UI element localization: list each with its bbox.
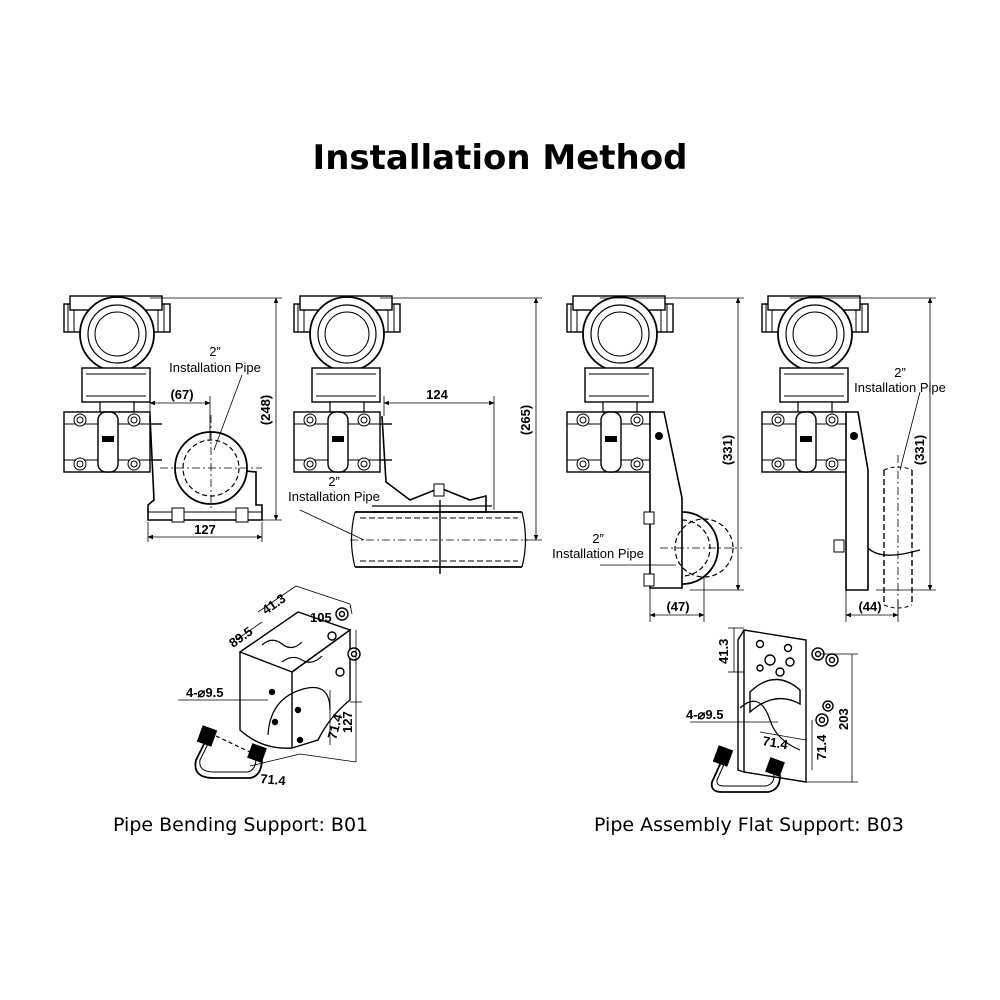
view-3-flat-horizontal: (331) (47) 2” Installation Pipe — [552, 295, 744, 622]
bracket-b03-drawing: 41.3 203 4-⌀9.5 71.4 71.4 — [686, 627, 858, 793]
b01-dim-a: 89.5 — [226, 624, 255, 651]
b03-dim-c: 71.4 — [761, 733, 789, 752]
view-1-pipe-bend-horizontal: 2” Installation Pipe (67) 127 (248) — [63, 295, 282, 542]
v4-dim-offset: (44) — [858, 599, 881, 614]
v3-pipe-label-line2: Installation Pipe — [552, 546, 644, 561]
view-4-flat-vertical: (331) (44) 2” Installation Pipe — [761, 295, 946, 622]
b03-dim-d: 71.4 — [814, 734, 829, 760]
v2-pipe-label-line2: Installation Pipe — [288, 489, 380, 504]
b03-dim-holes: 4-⌀9.5 — [686, 707, 723, 722]
v1-dim-offset: (67) — [170, 387, 193, 402]
v2-dim-width: 124 — [426, 387, 448, 402]
b01-dim-f: 71.4 — [260, 771, 287, 788]
v3-dim-offset: (47) — [666, 599, 689, 614]
b01-dim-holes: 4-⌀9.5 — [186, 685, 223, 700]
v3-pipe-label-line1: 2” — [592, 531, 604, 546]
caption-b01: Pipe Bending Support: B01 — [113, 814, 369, 836]
page-title: Installation Method — [312, 138, 688, 178]
b01-dim-e: 127 — [340, 711, 355, 733]
v3-dim-height: (331) — [720, 435, 735, 465]
v1-pipe-label-line2: Installation Pipe — [169, 360, 261, 375]
v2-pipe-label-line1: 2” — [328, 474, 340, 489]
v4-dim-height: (331) — [912, 435, 927, 465]
caption-b03: Pipe Assembly Flat Support: B03 — [594, 814, 904, 836]
b01-dim-d: 71.4 — [324, 712, 345, 741]
b01-dim-c: 105 — [310, 610, 332, 625]
bracket-b01-drawing: 89.5 41.3 105 4-⌀9.5 71.4 127 71.4 — [178, 585, 362, 788]
v1-dim-height: (248) — [258, 395, 273, 425]
v4-pipe-label-line1: 2” — [894, 365, 906, 380]
v4-pipe-label-line2: Installation Pipe — [854, 380, 946, 395]
b01-dim-b: 41.3 — [259, 591, 288, 618]
v2-dim-height: (265) — [518, 405, 533, 435]
v1-dim-width: 127 — [194, 522, 216, 537]
b03-dim-b: 203 — [836, 708, 851, 730]
b03-dim-a: 41.3 — [716, 639, 731, 664]
view-2-pipe-bend-vertical: 124 (265) 2” Installation Pipe — [288, 295, 542, 574]
v1-pipe-label-line1: 2” — [209, 344, 221, 359]
